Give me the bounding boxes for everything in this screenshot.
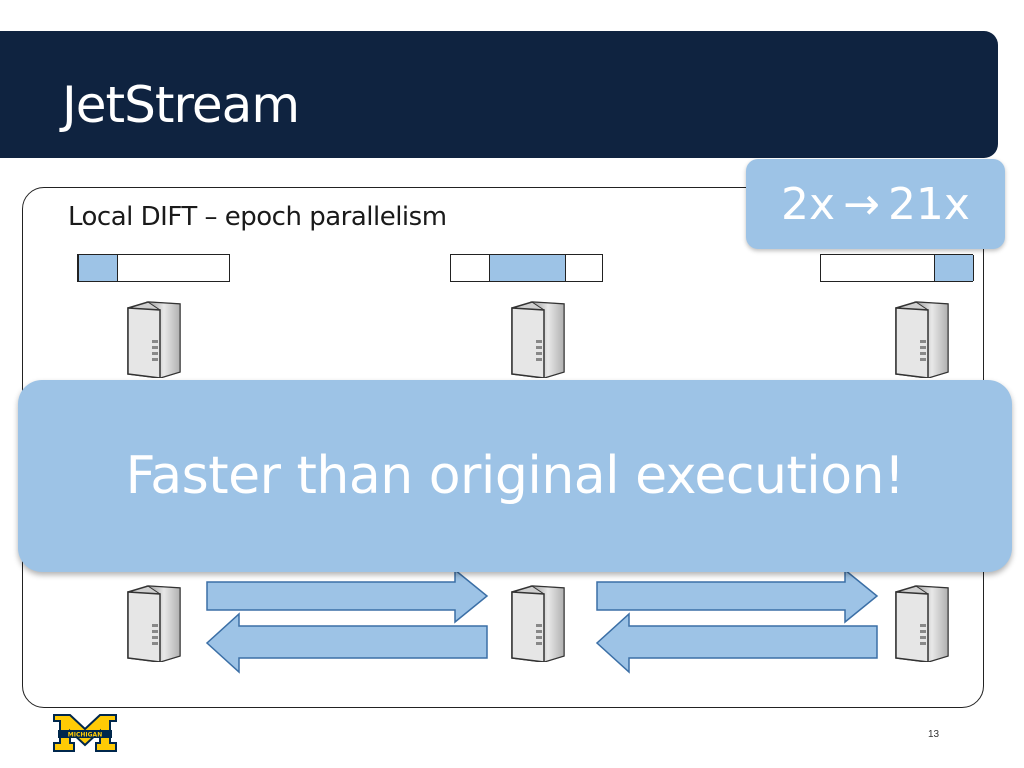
epoch-bar-1: [77, 254, 230, 282]
slide-title: JetStream: [62, 76, 300, 134]
title-bar: [0, 31, 998, 158]
right-arrow-icon: →: [843, 178, 880, 230]
right-arrow-icon: [596, 568, 879, 624]
speedup-to: 21x: [887, 178, 970, 230]
callout-box: Faster than original execution!: [18, 380, 1012, 572]
epoch-segment-3: [934, 255, 974, 281]
epoch-segment-1: [78, 255, 118, 281]
server-icon: [511, 585, 565, 662]
server-icon: [895, 585, 949, 662]
epoch-segment-2: [489, 255, 566, 281]
server-icon: [895, 301, 949, 378]
left-arrow-icon: [595, 612, 878, 674]
server-icon: [127, 585, 181, 662]
logo-text: MICHIGAN: [68, 732, 102, 739]
page-number: 13: [928, 729, 940, 740]
speedup-badge: 2x → 21x: [746, 159, 1005, 249]
callout-text: Faster than original execution!: [125, 446, 905, 506]
epoch-bar-2: [450, 254, 603, 282]
left-arrow-icon: [205, 612, 488, 674]
michigan-logo-icon: MICHIGAN: [53, 714, 117, 752]
server-icon: [127, 301, 181, 378]
epoch-bar-3: [820, 254, 974, 282]
right-arrow-icon: [206, 568, 489, 624]
server-icon: [511, 301, 565, 378]
speedup-from: 2x: [781, 178, 836, 230]
slide-subtitle: Local DIFT – epoch parallelism: [68, 202, 447, 232]
